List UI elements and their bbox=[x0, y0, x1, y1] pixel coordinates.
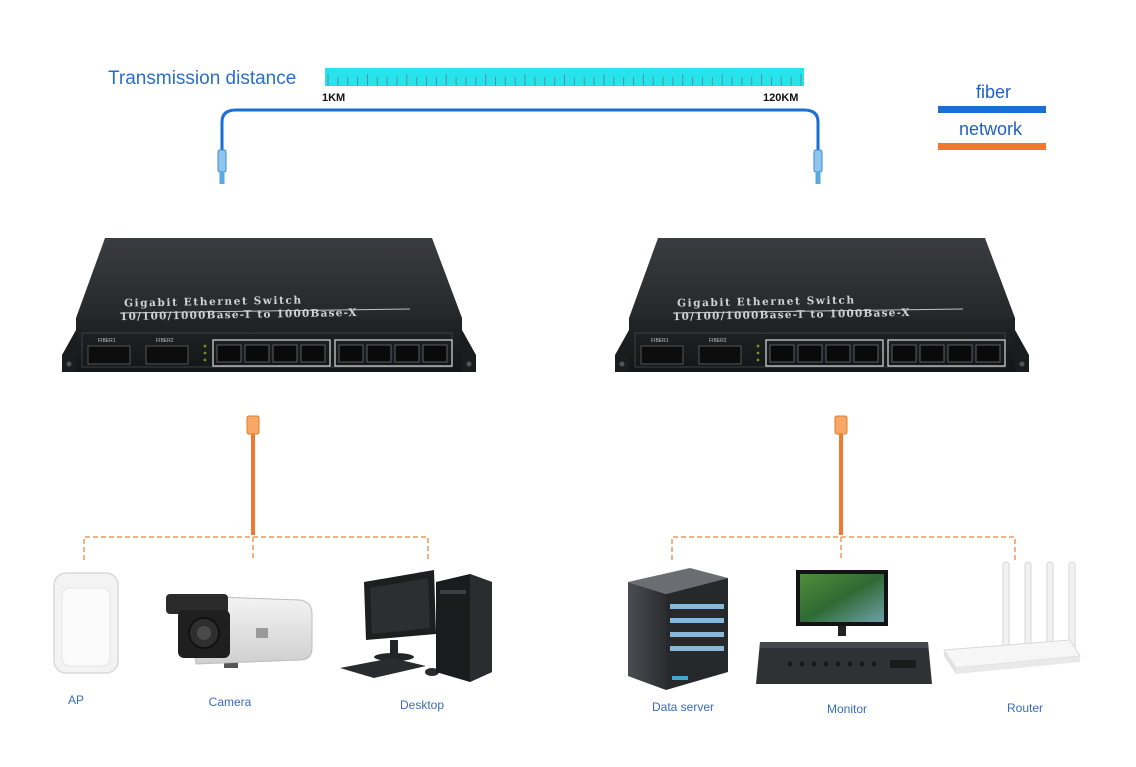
fiber-connector-right bbox=[813, 149, 823, 184]
distance-max-label: 120KM bbox=[763, 92, 799, 104]
rj45-ports-right bbox=[765, 339, 1006, 367]
legend-network-label: network bbox=[959, 119, 1023, 139]
transmission-distance-title: Transmission distance bbox=[108, 68, 297, 89]
switch-right-fiber2-label: FIBER2 bbox=[709, 338, 727, 344]
fiber-port-1 bbox=[640, 345, 684, 365]
distance-min-label: 1KM bbox=[322, 92, 346, 104]
fiber-cable bbox=[220, 108, 820, 170]
fiber-port-2 bbox=[145, 345, 189, 365]
network-cable-left bbox=[83, 415, 429, 560]
monitor-device-icon bbox=[756, 570, 932, 684]
desktop-label: Desktop bbox=[399, 698, 445, 712]
fiber-port-1 bbox=[87, 345, 131, 365]
distance-ticks bbox=[327, 74, 802, 86]
router-label: Router bbox=[1006, 701, 1044, 715]
legend-network-line bbox=[938, 143, 1046, 150]
switch-left-fiber2-label: FIBER2 bbox=[156, 338, 174, 344]
rj45-ports-left bbox=[212, 339, 453, 367]
desktop-device-icon bbox=[340, 570, 492, 682]
data-server-device-icon bbox=[628, 568, 728, 690]
data-server-label: Data server bbox=[651, 700, 715, 714]
switch-right-fiber1-label: FIBER1 bbox=[651, 338, 669, 344]
switch-left-fiber1-label: FIBER1 bbox=[98, 338, 116, 344]
network-cable-right bbox=[671, 415, 1016, 560]
legend-fiber-line bbox=[938, 106, 1046, 113]
ap-label: AP bbox=[67, 693, 84, 707]
ap-device-icon bbox=[53, 572, 119, 674]
camera-label: Camera bbox=[208, 695, 252, 709]
fiber-connector-left bbox=[217, 149, 227, 184]
router-device-icon bbox=[943, 561, 1081, 674]
monitor-label: Monitor bbox=[826, 702, 867, 716]
camera-device-icon bbox=[166, 594, 313, 668]
legend-fiber-label: fiber bbox=[976, 82, 1012, 102]
switch-right bbox=[615, 238, 1029, 372]
fiber-port-2 bbox=[698, 345, 742, 365]
switch-left bbox=[62, 238, 476, 372]
